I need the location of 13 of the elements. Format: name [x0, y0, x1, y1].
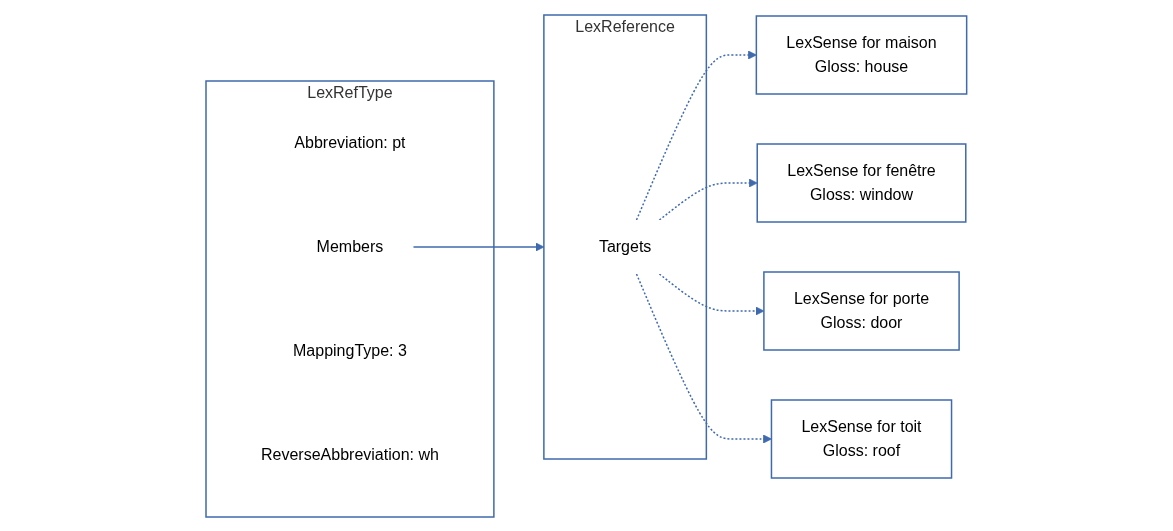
- node-box: LexSense for fenêtre Gloss: window: [756, 142, 967, 223]
- node-text: Targets: [599, 237, 652, 255]
- node-text: ReverseAbbreviation: wh: [261, 445, 440, 463]
- node-box: LexSense for toit Gloss: roof: [770, 398, 953, 479]
- arrow: [658, 272, 765, 315]
- node-text: Abbreviation: pt: [294, 133, 406, 151]
- arrow: [412, 242, 545, 251]
- arrow: [658, 178, 758, 221]
- node-text: Members: [316, 237, 384, 255]
- arrow: [635, 50, 757, 221]
- node-text: MappingType: 3: [293, 341, 408, 359]
- node-box: LexSense for porte Gloss: door: [763, 270, 960, 351]
- node-box: LexSense for maison Gloss: house: [755, 14, 968, 95]
